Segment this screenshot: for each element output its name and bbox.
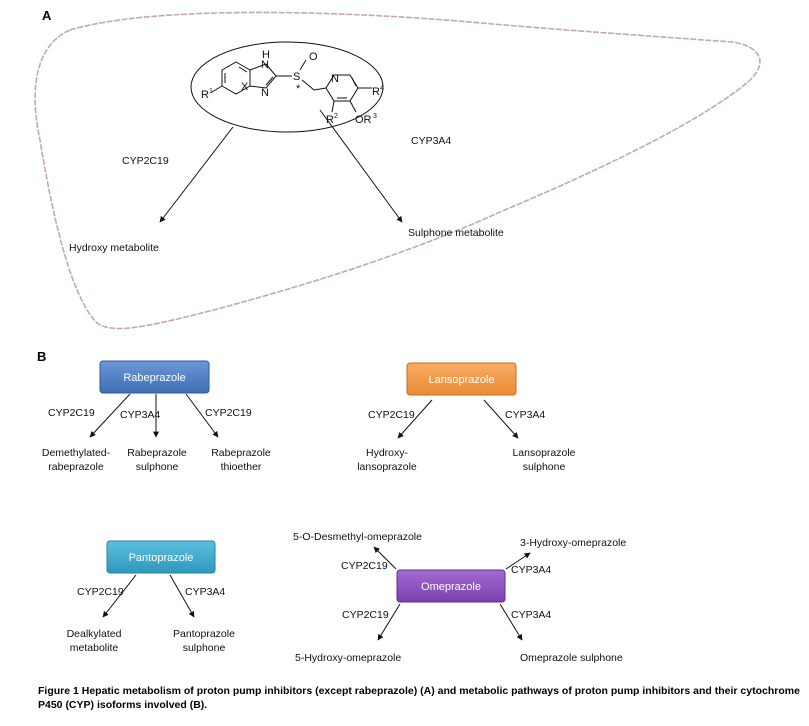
lansoprazole-product-1-line-2: lansoprazole bbox=[357, 461, 417, 473]
svg-text:4: 4 bbox=[380, 85, 384, 92]
lansoprazole-group: Lansoprazole CYP2C19 CYP3A4 Hydroxy- lan… bbox=[357, 362, 576, 473]
omeprazole-group: Omeprazole CYP2C19 CYP3A4 CYP2C19 CYP3A4… bbox=[293, 531, 626, 664]
omeprazole-enzyme-4: CYP3A4 bbox=[511, 609, 551, 621]
rabeprazole-enzyme-2: CYP3A4 bbox=[120, 409, 160, 421]
lansoprazole-enzyme-1: CYP2C19 bbox=[368, 409, 415, 421]
panel-b-label: B bbox=[37, 349, 46, 364]
svg-text:1: 1 bbox=[209, 88, 213, 95]
svg-text:R: R bbox=[201, 89, 209, 101]
omeprazole-product-3: 5-Hydroxy-omeprazole bbox=[295, 652, 401, 664]
svg-text:S: S bbox=[293, 71, 300, 83]
rabeprazole-product-3-line-1: Rabeprazole bbox=[211, 447, 271, 459]
structure-ellipse bbox=[190, 41, 384, 133]
svg-text:3: 3 bbox=[373, 113, 377, 120]
rabeprazole-enzyme-1: CYP2C19 bbox=[48, 407, 95, 419]
svg-text:*: * bbox=[296, 83, 301, 95]
svg-text:X: X bbox=[241, 81, 249, 93]
lansoprazole-product-1-line-1: Hydroxy- bbox=[366, 447, 409, 459]
liver-outline bbox=[34, 11, 761, 330]
omeprazole-box bbox=[396, 569, 506, 603]
pantoprazole-box bbox=[106, 540, 216, 574]
pantoprazole-enzyme-2: CYP3A4 bbox=[185, 586, 225, 598]
pantoprazole-product-2-line-1: Pantoprazole bbox=[173, 628, 235, 640]
product-sulphone-metabolite: Sulphone metabolite bbox=[408, 227, 504, 239]
svg-text:N: N bbox=[261, 87, 269, 99]
pantoprazole-group: Pantoprazole CYP2C19 CYP3A4 Dealkylated … bbox=[67, 540, 235, 654]
svg-text:2: 2 bbox=[334, 113, 338, 120]
rabeprazole-box bbox=[99, 360, 210, 394]
omeprazole-product-4: Omeprazole sulphone bbox=[520, 652, 623, 664]
omeprazole-label: Omeprazole bbox=[421, 581, 481, 593]
svg-text:H: H bbox=[262, 49, 270, 61]
enzyme-label-cyp2c19-a: CYP2C19 bbox=[122, 155, 169, 167]
ppi-core-structure bbox=[211, 59, 372, 113]
svg-text:R: R bbox=[372, 86, 380, 98]
pantoprazole-product-1-line-2: metabolite bbox=[70, 642, 119, 654]
svg-text:R: R bbox=[326, 114, 334, 126]
pantoprazole-product-2-line-2: sulphone bbox=[183, 642, 226, 654]
svg-text:N: N bbox=[261, 59, 269, 71]
rabeprazole-product-3-line-2: thioether bbox=[221, 461, 262, 473]
arrow-to-hydroxy-metabolite bbox=[159, 126, 234, 223]
rabeprazole-product-2-line-1: Rabeprazole bbox=[127, 447, 187, 459]
rabeprazole-product-2-line-2: sulphone bbox=[136, 461, 179, 473]
omeprazole-product-2: 3-Hydroxy-omeprazole bbox=[520, 537, 626, 549]
rabeprazole-group: Rabeprazole CYP2C19 CYP3A4 CYP2C19 Demet… bbox=[42, 360, 271, 473]
product-hydroxy-metabolite: Hydroxy metabolite bbox=[69, 242, 159, 254]
pantoprazole-enzyme-1: CYP2C19 bbox=[77, 586, 124, 598]
panel-a-label: A bbox=[42, 8, 52, 23]
rabeprazole-enzyme-3: CYP2C19 bbox=[205, 407, 252, 419]
omeprazole-enzyme-2: CYP3A4 bbox=[511, 564, 551, 576]
omeprazole-enzyme-1: CYP2C19 bbox=[341, 560, 388, 572]
pantoprazole-product-1-line-1: Dealkylated bbox=[67, 628, 122, 640]
lansoprazole-box bbox=[406, 362, 517, 396]
lansoprazole-enzyme-2: CYP3A4 bbox=[505, 409, 545, 421]
omeprazole-enzyme-3: CYP2C19 bbox=[342, 609, 389, 621]
figure-caption: Figure 1 Hepatic metabolism of proton pu… bbox=[38, 685, 800, 711]
svg-text:N: N bbox=[331, 73, 339, 85]
omeprazole-product-1: 5-O-Desmethyl-omeprazole bbox=[293, 531, 422, 543]
rabeprazole-product-1-line-2: rabeprazole bbox=[48, 461, 104, 473]
rabeprazole-product-1-line-1: Demethylated- bbox=[42, 447, 111, 459]
svg-text:OR: OR bbox=[355, 114, 372, 126]
rabeprazole-label: Rabeprazole bbox=[123, 372, 185, 384]
lansoprazole-product-2-line-1: Lansoprazole bbox=[512, 447, 575, 459]
arrow-to-sulphone-metabolite bbox=[319, 109, 403, 223]
structure-atom-labels: H N N X S * O N R 1 R 2 OR 3 R 4 bbox=[201, 49, 384, 126]
svg-text:O: O bbox=[309, 51, 318, 63]
lansoprazole-label: Lansoprazole bbox=[428, 374, 494, 386]
pantoprazole-label: Pantoprazole bbox=[129, 552, 194, 564]
enzyme-label-cyp3a4-a: CYP3A4 bbox=[411, 135, 451, 147]
lansoprazole-product-2-line-2: sulphone bbox=[523, 461, 566, 473]
